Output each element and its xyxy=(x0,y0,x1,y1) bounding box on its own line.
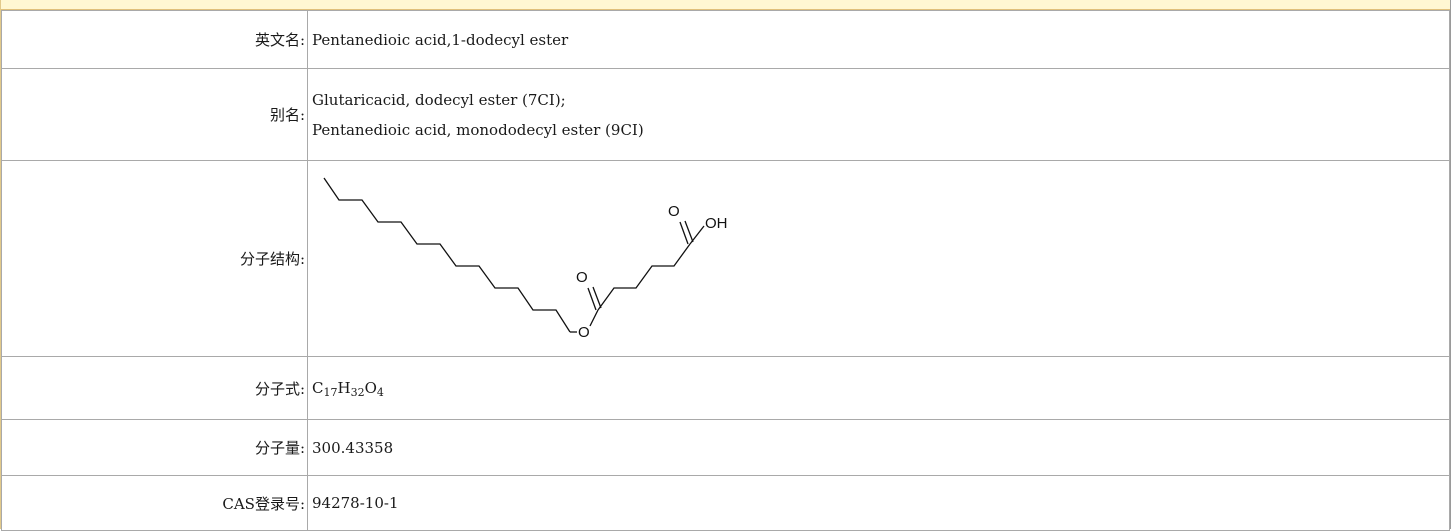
bond-c-oh xyxy=(689,225,705,244)
row-english-name: 英文名: Pentanedioic acid,1-dodecyl ester xyxy=(1,10,1450,69)
synonyms-label: 别名: xyxy=(1,68,308,161)
synonyms-value: Glutaricacid, dodecyl ester (7CI); Penta… xyxy=(307,68,1450,161)
structure-cell: O O O OH xyxy=(307,160,1450,357)
bond-c-eq-o-1 xyxy=(587,287,597,310)
bond-o-carbonyl xyxy=(589,309,599,326)
row-cas: CAS登录号: 94278-10-1 xyxy=(1,475,1450,531)
row-molecular-weight: 分子量: 300.43358 xyxy=(1,419,1450,476)
bond-acid-c-eq-o-1 xyxy=(679,221,689,244)
formula-label: 分子式: xyxy=(1,356,308,420)
acid-carbonyl-oxygen-label: O xyxy=(668,203,680,220)
formula-count: 32 xyxy=(350,386,365,399)
cas-value: 94278-10-1 xyxy=(307,475,1450,531)
formula-count: 4 xyxy=(376,386,384,399)
alkyl-chain xyxy=(323,177,571,332)
synonym-item: Pentanedioic acid, monododecyl ester (9C… xyxy=(312,120,644,139)
molecular-weight-label: 分子量: xyxy=(1,419,308,476)
formula-count: 17 xyxy=(323,386,338,399)
row-formula: 分子式: C17H32O4 xyxy=(1,356,1450,420)
property-table: 英文名: Pentanedioic acid,1-dodecyl ester 别… xyxy=(1,10,1450,531)
hydroxyl-label: OH xyxy=(705,215,728,232)
structure-label: 分子结构: xyxy=(1,160,308,357)
panel-header-bar xyxy=(1,0,1450,10)
glutarate-chain xyxy=(597,243,691,310)
row-structure: 分子结构: O O O OH xyxy=(1,160,1450,357)
ester-carbonyl-oxygen-label: O xyxy=(576,269,588,286)
formula-element: H xyxy=(337,379,351,397)
molecular-structure-image: O O O OH xyxy=(323,177,728,341)
synonym-item: Glutaricacid, dodecyl ester (7CI); xyxy=(312,90,566,109)
bond-c-eq-o-2 xyxy=(592,286,602,308)
cas-label: CAS登录号: xyxy=(1,475,308,531)
formula-value: C17H32O4 xyxy=(307,356,1450,420)
molecular-weight-value: 300.43358 xyxy=(307,419,1450,476)
ether-oxygen-label: O xyxy=(578,324,590,341)
english-name-label: 英文名: xyxy=(1,10,308,69)
bond-acid-c-eq-o-2 xyxy=(684,220,694,242)
english-name-value: Pentanedioic acid,1-dodecyl ester xyxy=(307,10,1450,69)
formula-element: C xyxy=(312,379,324,397)
formula-element: O xyxy=(364,379,377,397)
row-synonyms: 别名: Glutaricacid, dodecyl ester (7CI); P… xyxy=(1,68,1450,161)
